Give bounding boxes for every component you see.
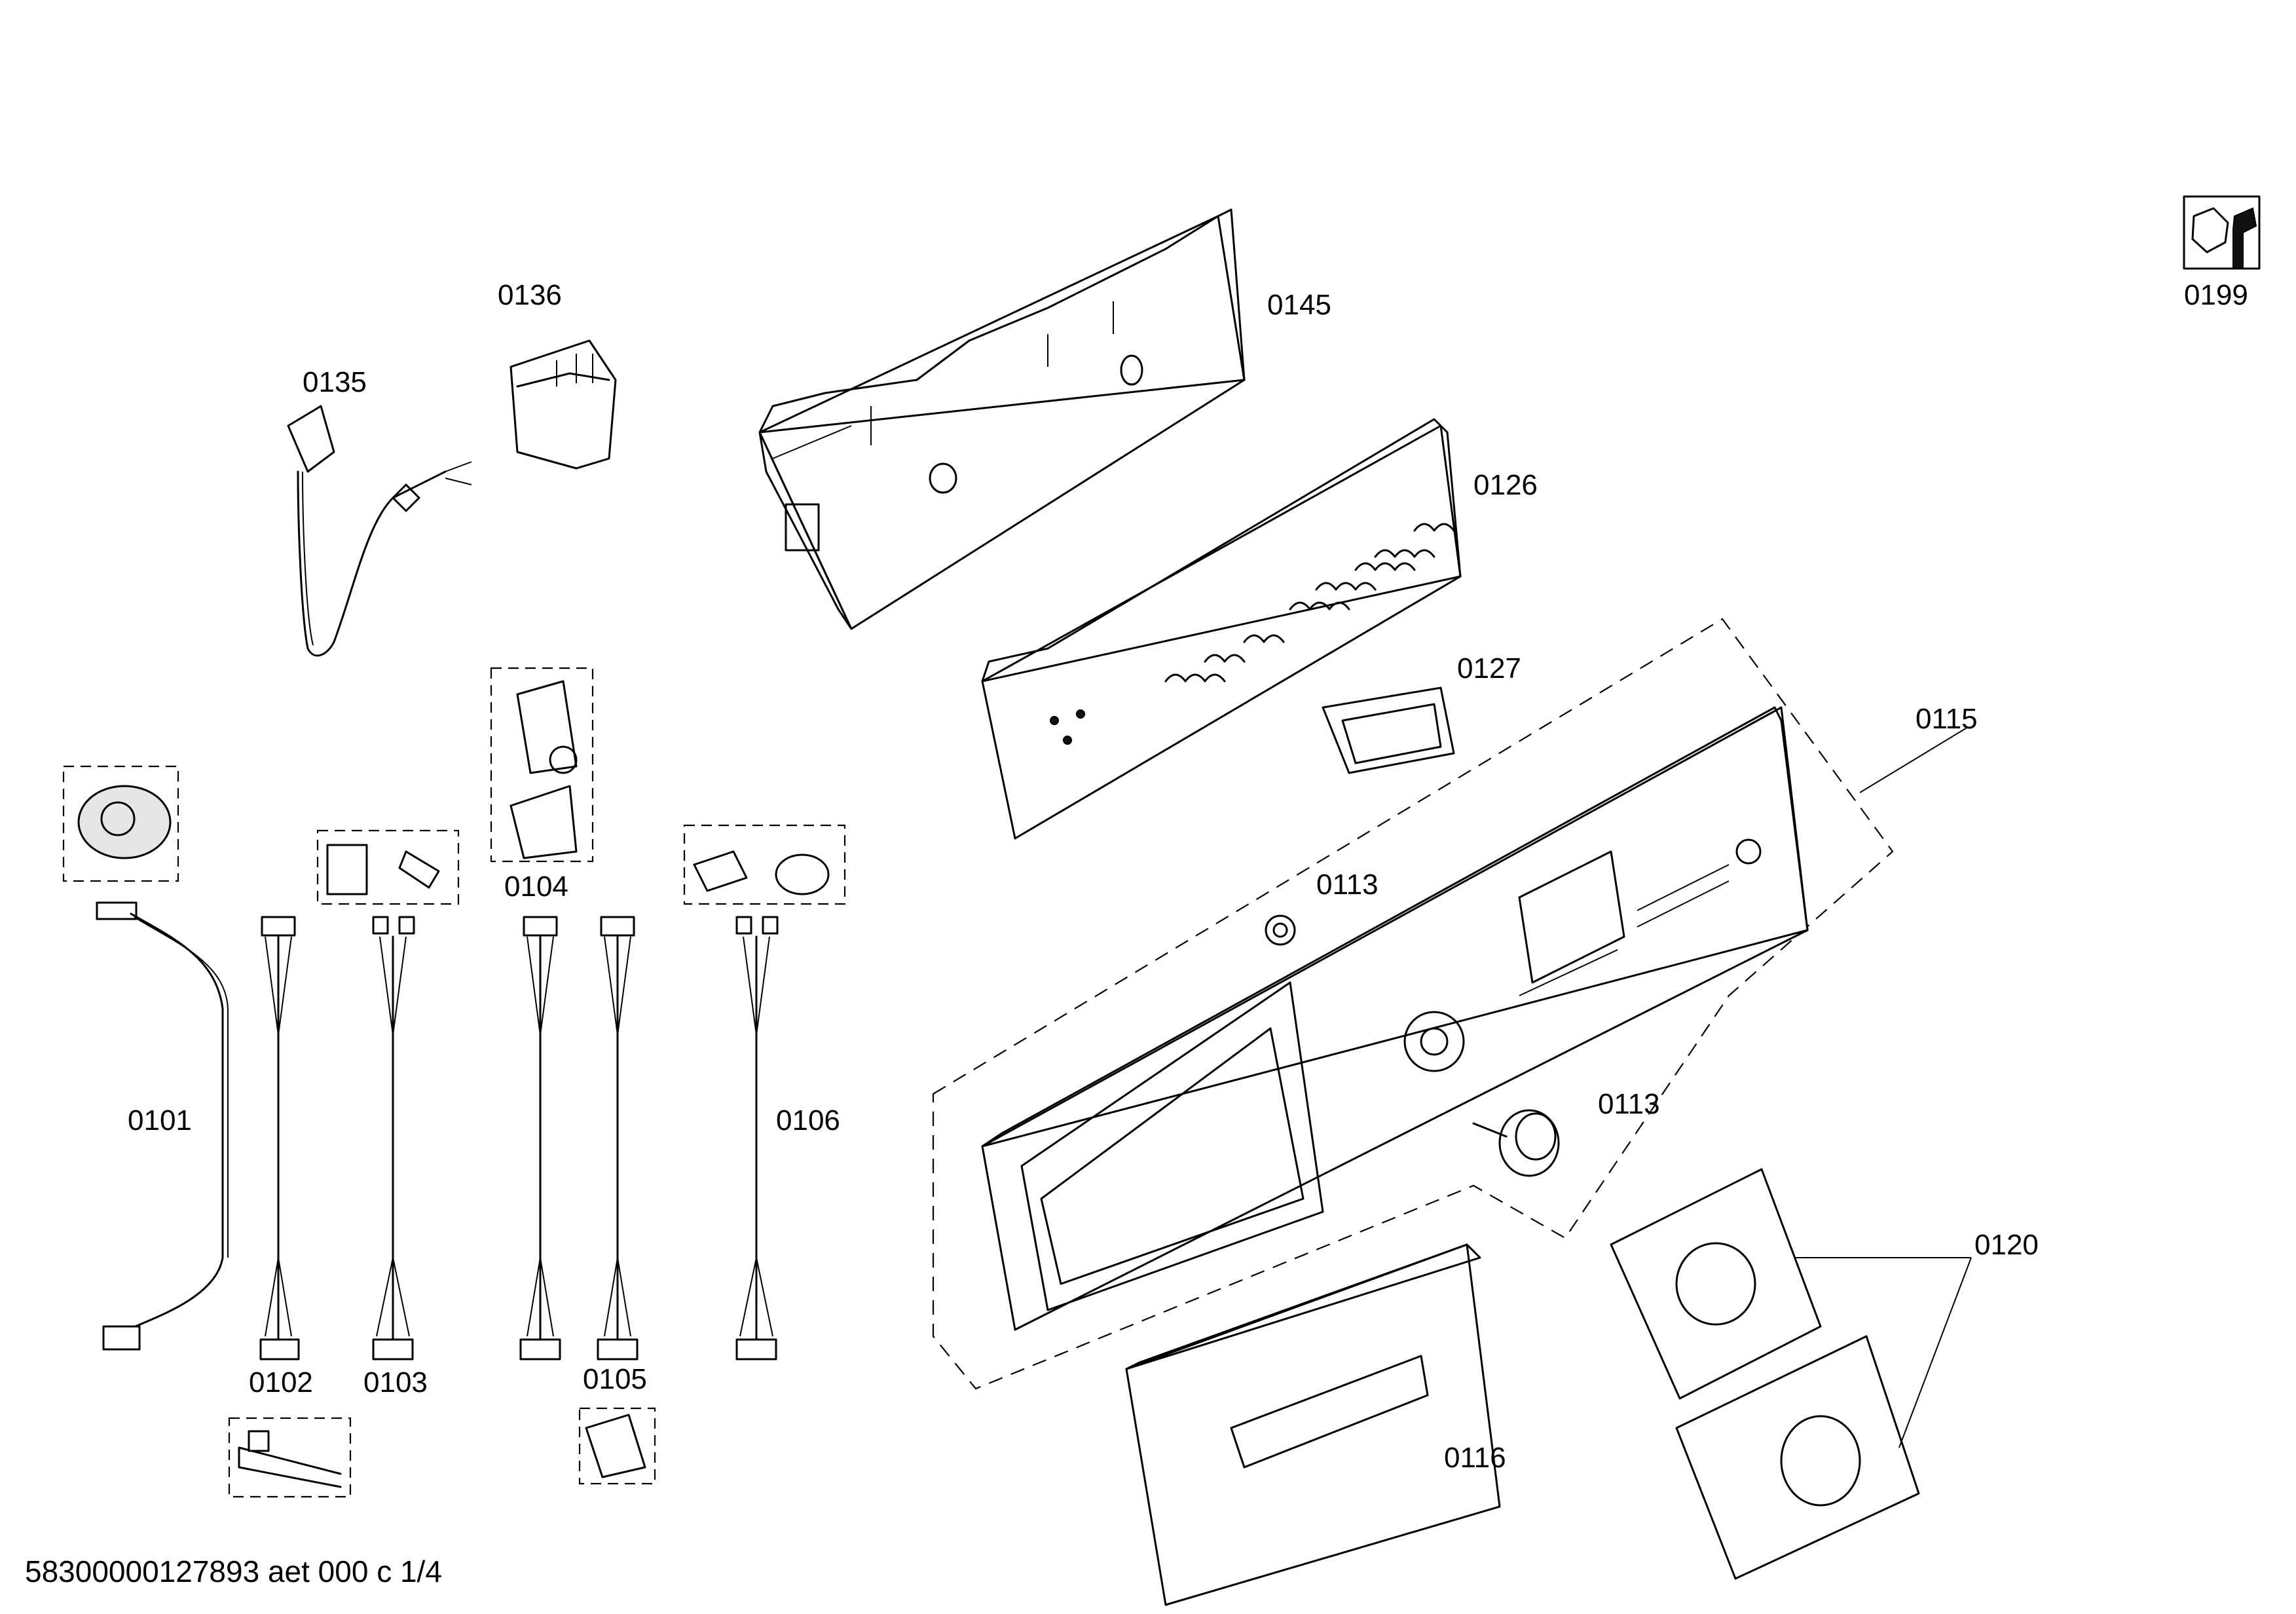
part-0116-drawer-handle [1125, 1243, 1501, 1606]
label-0106: 0106 [776, 1104, 840, 1136]
part-pressure-switch [693, 850, 830, 895]
box-sensor [316, 829, 460, 905]
part-0113-spring-clip [1265, 914, 1296, 946]
box-motor [62, 765, 179, 882]
box-valve [490, 667, 594, 863]
box-heater [228, 1417, 352, 1498]
label-0136: 0136 [498, 279, 562, 311]
label-0102: 0102 [249, 1366, 313, 1398]
part-harness-5 [597, 916, 639, 1361]
part-motor [77, 785, 172, 859]
label-0101: 0101 [128, 1104, 192, 1136]
part-0113-knob [1472, 1109, 1560, 1177]
label-0104: 0104 [504, 871, 568, 903]
part-0103-harness [372, 916, 415, 1361]
label-0113-clip: 0113 [1316, 869, 1379, 901]
part-0145-electronics-housing [758, 208, 1246, 630]
label-0127: 0127 [1457, 652, 1521, 685]
leader-line-0120 [1794, 1257, 1972, 1448]
part-0101-motor-harness [96, 901, 229, 1351]
label-0135: 0135 [303, 366, 367, 398]
part-0126-control-board [981, 418, 1462, 840]
assembly-outline-0115 [932, 618, 1894, 1390]
label-0199: 0199 [2184, 279, 2248, 311]
label-0145: 0145 [1267, 289, 1331, 321]
label-0113-knob: 0113 [1598, 1088, 1660, 1120]
part-0135-power-cord [287, 405, 472, 657]
wrench-nut-icon [2183, 195, 2261, 270]
label-0126: 0126 [1473, 469, 1538, 501]
leader-line-0115 [1859, 726, 1969, 793]
part-inlet-valve [509, 680, 578, 859]
part-0120-mask-plates [1610, 1168, 1972, 1580]
selector-springs [1164, 523, 1455, 683]
label-0115: 0115 [1916, 703, 1978, 735]
label-0105: 0105 [583, 1363, 647, 1395]
part-0106-harness [735, 916, 779, 1361]
part-harness-4 [519, 916, 561, 1361]
part-0136-interference-filter [509, 339, 617, 470]
part-0127-display-module [1322, 686, 1455, 774]
document-code-footer: 58300000127893 aet 000 c 1/4 [25, 1554, 442, 1588]
part-heater [238, 1430, 342, 1488]
box-0105 [578, 1407, 656, 1485]
label-0120: 0120 [1974, 1229, 2039, 1261]
part-0115-front-panel [981, 706, 1809, 1331]
part-0105-module [585, 1414, 646, 1478]
part-0102-harness [259, 916, 300, 1361]
label-0103: 0103 [363, 1366, 428, 1398]
label-0116: 0116 [1444, 1442, 1506, 1474]
part-door-lock [326, 844, 440, 895]
